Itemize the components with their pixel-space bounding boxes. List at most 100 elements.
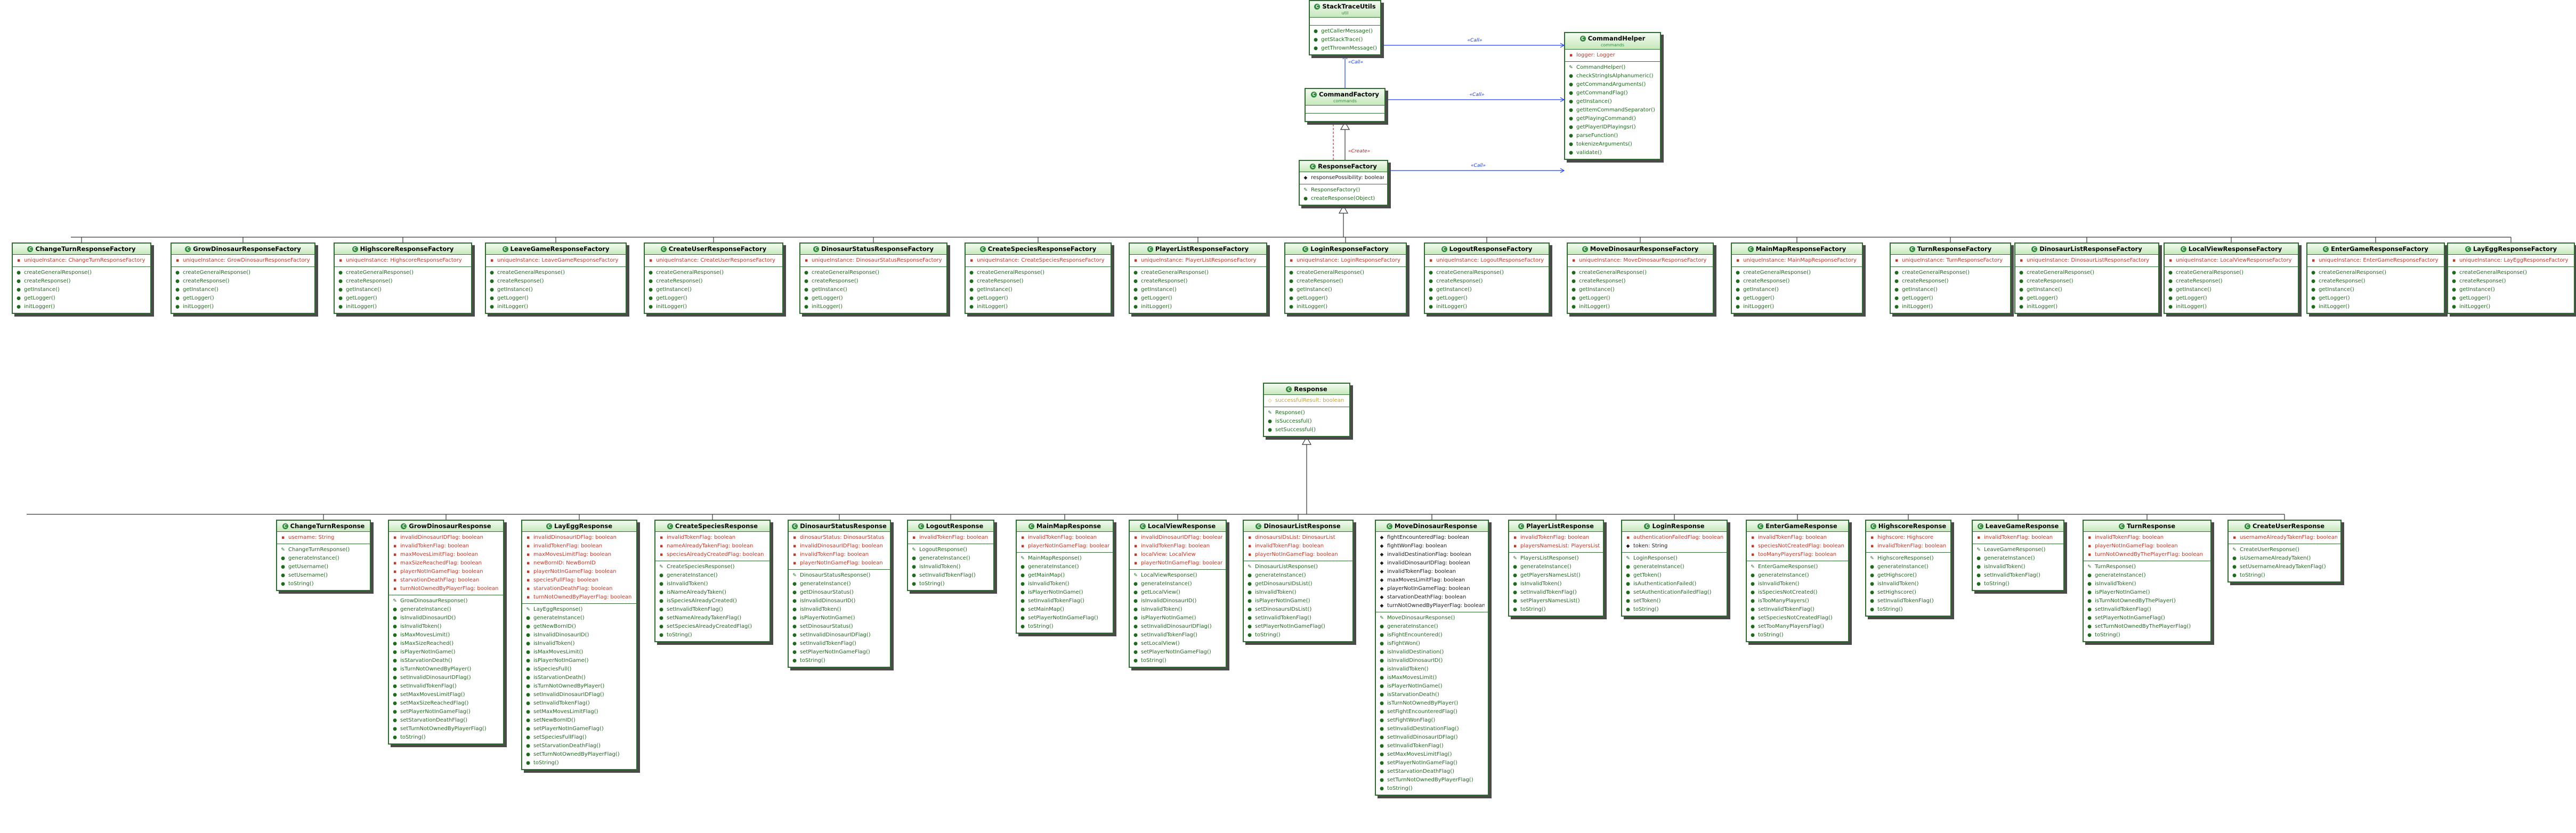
constructor-icon: ✎ bbox=[1870, 556, 1874, 561]
method-icon: ● bbox=[526, 684, 530, 689]
field-icon: ◇ bbox=[1268, 398, 1272, 403]
class-icon: C bbox=[2323, 246, 2329, 252]
method-row: ●createResponse() bbox=[1133, 277, 1263, 286]
method-icon: ● bbox=[526, 735, 530, 740]
method-icon: ● bbox=[1380, 726, 1384, 732]
method-row: ●getInstance() bbox=[1571, 286, 1710, 294]
method-icon: ● bbox=[1513, 607, 1517, 612]
method-icon: ● bbox=[393, 650, 397, 655]
method-icon: ● bbox=[1020, 590, 1025, 595]
method-icon: ● bbox=[393, 718, 397, 723]
field-row: ▪uniqueInstance: LeaveGameResponseFactor… bbox=[489, 256, 622, 265]
method-row: ●getInstance() bbox=[1735, 286, 1859, 294]
method-row-text: createResponse() bbox=[497, 278, 544, 284]
method-icon: ● bbox=[526, 658, 530, 664]
field-row-text: invalidDinosaurIDFlag: boolean bbox=[400, 535, 483, 540]
method-row-text: isPlayerNotInGame() bbox=[400, 649, 456, 655]
method-row: ●getCommandArguments() bbox=[1568, 80, 1657, 89]
field-icon: ▪ bbox=[393, 578, 397, 583]
class-name: CommandHelper bbox=[1587, 35, 1646, 42]
methods-section: ●createGeneralResponse()●createResponse(… bbox=[13, 267, 150, 313]
method-row: ●setSpeciesFullFlag() bbox=[525, 733, 633, 742]
method-row-text: setPlayerNotInGameFlag() bbox=[400, 709, 471, 715]
method-row-text: setInvalidDinosaurIDFlag() bbox=[400, 675, 471, 681]
field-row-text: uniqueInstance: LeaveGameResponseFactory bbox=[497, 257, 619, 263]
method-icon: ● bbox=[649, 287, 653, 293]
method-row: ●createGeneralResponse() bbox=[489, 269, 622, 277]
method-row: ●isStarvationDeath() bbox=[1379, 691, 1485, 699]
method-icon: ● bbox=[1569, 142, 1573, 147]
method-icon: ● bbox=[659, 590, 663, 595]
fields-section: ◆fightEncounteredFlag: boolean◆fightWonF… bbox=[1376, 532, 1488, 612]
method-row: ●toString() bbox=[392, 733, 500, 742]
method-row-text: isPlayerNotInGame() bbox=[800, 615, 855, 621]
method-row: ●isFightWon() bbox=[1379, 640, 1485, 648]
method-icon: ● bbox=[490, 296, 494, 301]
method-row: ●getDinosaurStatus() bbox=[792, 588, 887, 597]
fields-section: ▪uniqueInstance: MainMapResponseFactory bbox=[1732, 255, 1862, 267]
method-row-text: isPlayerNotInGame() bbox=[1141, 615, 1196, 621]
method-row-text: getInstance() bbox=[1576, 99, 1612, 104]
constructor-icon: ✎ bbox=[1248, 564, 1252, 570]
method-row: ●setFightWonFlag() bbox=[1379, 716, 1485, 725]
method-row-text: setInvalidTokenFlag() bbox=[1984, 572, 2040, 578]
method-row: ●getInstance() bbox=[648, 286, 779, 294]
method-row: ●toString() bbox=[1750, 631, 1845, 640]
method-row: ●generateInstance() bbox=[1512, 563, 1600, 571]
method-icon: ● bbox=[2452, 279, 2456, 284]
class-icon: C bbox=[1870, 523, 1876, 529]
method-row-text: ChangeTurnResponse() bbox=[288, 547, 350, 553]
method-icon: ● bbox=[393, 624, 397, 629]
method-row-text: isInvalidToken() bbox=[1387, 666, 1429, 672]
method-row-text: generateInstance() bbox=[1633, 564, 1684, 570]
method-icon: ● bbox=[281, 581, 285, 587]
method-icon: ● bbox=[1976, 573, 1981, 578]
field-row-text: successfulResult: boolean bbox=[1275, 398, 1344, 403]
method-row-text: toString() bbox=[1387, 786, 1413, 791]
method-row: ●toString() bbox=[1133, 657, 1222, 665]
